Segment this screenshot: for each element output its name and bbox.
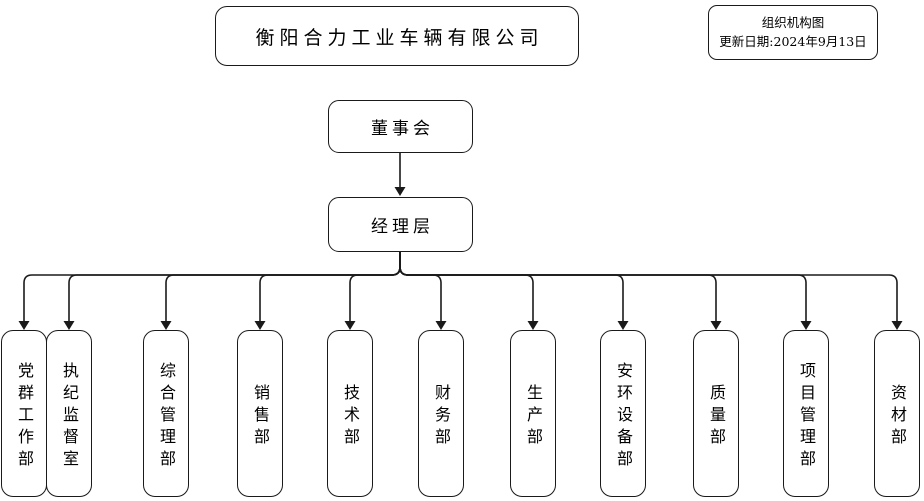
company-title-box: 衡阳合力工业车辆有限公司 [215,6,579,66]
dept-box-zhiji: 执纪监督室 [46,330,92,497]
node-management: 经理层 [328,197,473,252]
dept-label: 资材部 [888,383,907,450]
dept-box-anhuan: 安环设备部 [600,330,646,497]
dept-label: 技术部 [341,383,360,450]
dept-box-xiangmu: 项目管理部 [783,330,829,497]
dept-label: 生产部 [524,383,543,450]
dept-label: 销售部 [251,383,270,450]
dept-label: 综合管理部 [157,361,176,472]
dept-box-jishu: 技术部 [327,330,373,497]
chart-info-box: 组织机构图 更新日期:2024年9月13日 [708,5,878,60]
dept-box-xiaoshou: 销售部 [237,330,283,497]
node-board-label: 董事会 [371,119,434,139]
dept-label: 财务部 [432,383,451,450]
node-board: 董事会 [328,100,473,153]
dept-box-dangqun: 党群工作部 [1,330,47,497]
dept-label: 党群工作部 [15,361,34,472]
dept-label: 安环设备部 [614,361,633,472]
dept-label: 质量部 [707,383,726,450]
chart-type-label: 组织机构图 [761,14,825,30]
dept-box-zhiliang: 质量部 [693,330,739,497]
company-title: 衡阳合力工业车辆有限公司 [255,26,544,49]
dept-box-zonghe: 综合管理部 [143,330,189,497]
dept-label: 执纪监督室 [60,361,79,472]
node-management-label: 经理层 [371,217,434,237]
dept-box-shengchan: 生产部 [510,330,556,497]
dept-box-caiwu: 财务部 [418,330,464,497]
update-date-label: 更新日期:2024年9月13日 [719,33,867,49]
dept-label: 项目管理部 [797,361,816,472]
dept-box-zicai: 资材部 [874,330,920,497]
